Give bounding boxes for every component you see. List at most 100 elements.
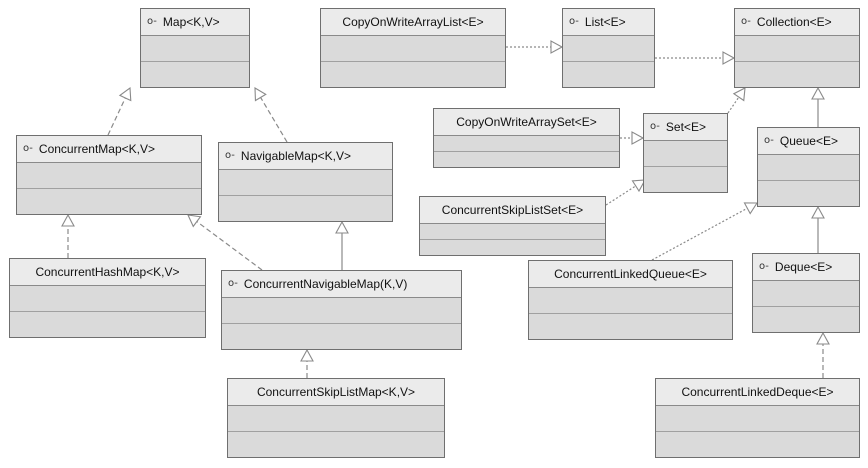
- interface-icon: o-: [23, 143, 33, 154]
- methods-section: [644, 167, 727, 192]
- inheritance-arrowhead: [254, 87, 267, 102]
- edge-line: [196, 221, 263, 271]
- class-box-cowal: CopyOnWriteArrayList<E>: [320, 8, 506, 88]
- interface-icon: o-: [228, 278, 238, 289]
- box-title: CopyOnWriteArraySet<E>: [456, 115, 597, 129]
- attributes-section: [656, 406, 859, 432]
- class-box-chm: ConcurrentHashMap<K,V>: [9, 258, 206, 338]
- box-header: o-Set<E>: [644, 114, 727, 141]
- box-header: o-ConcurrentMap<K,V>: [17, 136, 201, 163]
- edge-cmap-to-map: [107, 86, 132, 136]
- edge-list-to-collection: [655, 51, 736, 65]
- methods-section: [10, 312, 205, 337]
- interface-box-cmap: o-ConcurrentMap<K,V>: [16, 135, 202, 215]
- box-header: o-ConcurrentNavigableMap(K,V): [222, 271, 461, 298]
- inheritance-arrowhead: [300, 348, 314, 362]
- edge-deque-to-queue: [811, 205, 825, 253]
- box-title: ConcurrentLinkedDeque<E>: [681, 385, 834, 399]
- interface-icon: o-: [225, 150, 235, 161]
- box-header: o-Deque<E>: [753, 254, 859, 281]
- inheritance-arrowhead: [811, 86, 825, 100]
- inheritance-arrowhead: [732, 87, 746, 102]
- box-title: Map<K,V>: [162, 15, 220, 29]
- class-box-cld: ConcurrentLinkedDeque<E>: [655, 378, 860, 458]
- edge-csls-to-set: [605, 179, 646, 206]
- edge-chm-to-cmap: [61, 213, 75, 258]
- box-title: Collection<E>: [756, 15, 832, 29]
- box-header: o- List<E>: [563, 9, 654, 36]
- class-box-cowas: CopyOnWriteArraySet<E>: [433, 108, 620, 168]
- interface-box-map: o-Map<K,V>: [140, 8, 250, 88]
- box-header: ConcurrentSkipListSet<E>: [420, 197, 605, 224]
- attributes-section: [644, 141, 727, 167]
- attributes-section: [563, 36, 654, 62]
- edge-line: [260, 97, 288, 143]
- box-title: ConcurrentSkipListMap<K,V>: [256, 385, 416, 399]
- class-box-cslm: ConcurrentSkipListMap<K,V>: [227, 378, 445, 458]
- class-box-clq: ConcurrentLinkedQueue<E>: [528, 260, 733, 340]
- attributes-section: [420, 224, 605, 240]
- box-title: ConcurrentSkipListSet<E>: [441, 203, 584, 217]
- attributes-section: [321, 36, 505, 62]
- methods-section: [758, 181, 859, 206]
- inheritance-arrowhead: [743, 202, 759, 215]
- interface-box-cnmap: o-ConcurrentNavigableMap(K,V): [221, 270, 462, 350]
- methods-section: [434, 152, 619, 167]
- edge-cnmap-to-cmap: [187, 214, 263, 271]
- methods-section: [529, 314, 732, 339]
- box-header: o- NavigableMap<K,V>: [219, 143, 392, 170]
- inheritance-arrowhead: [816, 331, 830, 345]
- attributes-section: [735, 36, 859, 62]
- box-header: CopyOnWriteArraySet<E>: [434, 109, 619, 136]
- attributes-section: [529, 288, 732, 314]
- attributes-section: [17, 163, 201, 189]
- edge-cowal-to-list: [506, 40, 564, 54]
- interface-icon: o-: [650, 121, 660, 132]
- edge-line: [605, 185, 637, 206]
- interface-box-nmap: o- NavigableMap<K,V>: [218, 142, 393, 222]
- interface-box-collection: o-Collection<E>: [734, 8, 860, 88]
- box-title: Queue<E>: [779, 134, 838, 148]
- edge-line: [651, 207, 748, 261]
- interface-box-list: o- List<E>: [562, 8, 655, 88]
- interface-box-queue: o- Queue<E>: [757, 127, 860, 207]
- inheritance-arrowhead: [187, 214, 202, 228]
- box-header: ConcurrentLinkedDeque<E>: [656, 379, 859, 406]
- edge-nmap-to-map: [254, 87, 288, 143]
- attributes-section: [141, 36, 249, 62]
- edge-cowas-to-set: [620, 131, 645, 145]
- edge-queue-to-collection: [811, 86, 825, 127]
- edge-cslm-to-cnmap: [300, 348, 314, 378]
- box-header: ConcurrentSkipListMap<K,V>: [228, 379, 444, 406]
- interface-icon: o-: [569, 16, 579, 27]
- box-header: ConcurrentHashMap<K,V>: [10, 259, 205, 286]
- box-title: List<E>: [584, 15, 626, 29]
- box-header: ConcurrentLinkedQueue<E>: [529, 261, 732, 288]
- interface-icon: o-: [759, 261, 769, 272]
- attributes-section: [753, 281, 859, 307]
- edge-clq-to-queue: [651, 202, 759, 261]
- interface-box-set: o-Set<E>: [643, 113, 728, 193]
- box-title: ConcurrentLinkedQueue<E>: [554, 267, 707, 281]
- methods-section: [753, 307, 859, 332]
- inheritance-arrowhead: [631, 131, 645, 145]
- box-header: CopyOnWriteArrayList<E>: [321, 9, 505, 36]
- interface-box-deque: o-Deque<E>: [752, 253, 860, 333]
- inheritance-arrowhead: [631, 179, 646, 193]
- methods-section: [17, 189, 201, 214]
- methods-section: [141, 62, 249, 87]
- interface-icon: o-: [764, 135, 774, 146]
- edge-set-to-collection: [727, 87, 746, 114]
- box-title: ConcurrentHashMap<K,V>: [35, 265, 180, 279]
- box-title: CopyOnWriteArrayList<E>: [342, 15, 484, 29]
- methods-section: [420, 240, 605, 255]
- box-header: o-Collection<E>: [735, 9, 859, 36]
- attributes-section: [219, 170, 392, 196]
- attributes-section: [434, 136, 619, 152]
- attributes-section: [222, 298, 461, 324]
- methods-section: [735, 62, 859, 87]
- box-title: NavigableMap<K,V>: [240, 149, 351, 163]
- inheritance-arrowhead: [118, 86, 132, 102]
- methods-section: [228, 432, 444, 457]
